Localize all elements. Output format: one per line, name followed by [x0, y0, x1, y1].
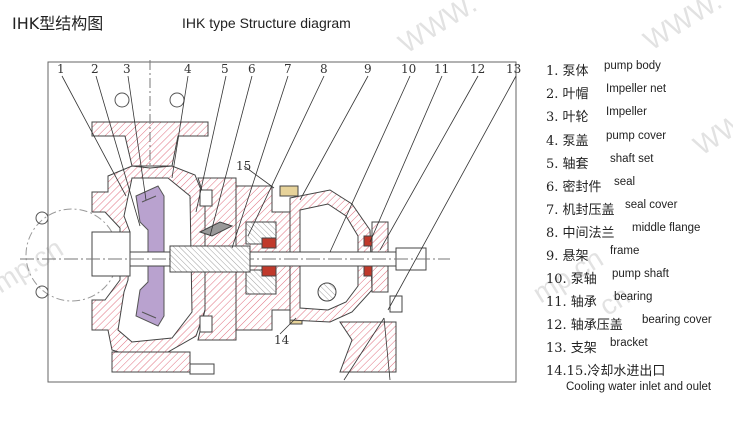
callout-7: 7: [284, 62, 292, 76]
legend-item: 11. 轴承 bearing: [546, 291, 652, 313]
drawing-frame: [47, 61, 517, 383]
shaft-sleeve: [169, 245, 251, 273]
bearing: [261, 237, 277, 249]
callout-5: 5: [221, 62, 229, 76]
legend-item-cn: 10. 泵轴: [546, 272, 597, 287]
legend-item: 3. 叶轮 Impeller: [546, 106, 647, 128]
legend-item: 4. 泵盖 pump cover: [546, 130, 666, 152]
page-title: IHK型结构图: [12, 14, 104, 33]
callout-12: 12: [470, 62, 485, 76]
legend-item-en: pump body: [604, 60, 661, 72]
legend-item: 14.15.冷却水进出口 Cooling water inlet and oul…: [546, 360, 711, 393]
legend-item-en: middle flange: [632, 222, 701, 234]
legend-item-en: bearing: [614, 291, 653, 303]
cover-bolt: [199, 189, 213, 207]
bracket-leader: [383, 317, 391, 381]
callout-13: 13: [506, 62, 521, 76]
impeller-vanes: [141, 195, 157, 319]
legend-item: 5. 轴套 shaft set: [546, 153, 653, 175]
legend-item: 13. 支架 bracket: [546, 337, 648, 359]
suction-nozzle: [91, 231, 131, 277]
legend-item: 7. 机封压盖 seal cover: [546, 199, 677, 221]
legend-item-en: shaft set: [610, 153, 654, 165]
bolt-hole: [35, 211, 49, 225]
legend-item-en: bearing cover: [642, 314, 712, 326]
callout-9: 9: [364, 62, 372, 76]
legend-item: 10. 泵轴 pump shaft: [546, 268, 669, 290]
legend-item-cn: 1. 泵体: [546, 64, 589, 79]
bracket-bolt: [389, 295, 403, 313]
legend-item-cn: 14.15.冷却水进出口: [546, 364, 666, 379]
legend-item: 12. 轴承压盖 bearing cover: [546, 314, 712, 336]
legend-item-en: seal: [614, 176, 636, 188]
legend-item-cn: 13. 支架: [546, 341, 597, 356]
legend-item-cn: 9. 悬架: [546, 249, 589, 264]
legend-item-en: Impeller: [606, 106, 647, 118]
legend-item-cn: 12. 轴承压盖: [546, 318, 623, 333]
legend-item-cn: 4. 泵盖: [546, 134, 589, 149]
oil-sight-glass: [317, 282, 337, 302]
foot-bolt: [189, 363, 215, 375]
callout-1: 1: [57, 62, 65, 76]
callout-2: 2: [91, 62, 99, 76]
legend-item: 8. 中间法兰 middle flange: [546, 222, 700, 244]
callout-14: 14: [274, 333, 290, 347]
legend-item: 1. 泵体 pump body: [546, 60, 661, 82]
legend-item: 2. 叶帽 Impeller net: [546, 83, 666, 105]
legend-item-cn: 2. 叶帽: [546, 87, 589, 102]
callout-4: 4: [184, 62, 192, 76]
callout-8: 8: [320, 62, 328, 76]
cover-bolt: [199, 315, 213, 333]
bracket: [339, 321, 397, 373]
legend-item-cn: 3. 叶轮: [546, 110, 589, 125]
callout-15: 15: [236, 159, 251, 173]
legend-item-en: pump shaft: [612, 268, 669, 280]
callout-3: 3: [123, 62, 131, 76]
legend-item: 6. 密封件 seal: [546, 176, 635, 198]
legend-item-en: pump cover: [606, 130, 667, 142]
legend-item: 9. 悬架 frame: [546, 245, 639, 267]
page-subtitle: IHK type Structure diagram: [182, 15, 351, 31]
bolt-hole: [35, 285, 49, 299]
bracket-leader: [343, 317, 385, 381]
pump-foot: [111, 351, 191, 373]
bolt-hole: [169, 92, 185, 108]
legend-item-cn: 11. 轴承: [546, 295, 597, 310]
bearing: [261, 265, 277, 277]
callout-10: 10: [401, 62, 416, 76]
legend-item-en: frame: [610, 245, 640, 257]
legend-item-en: Impeller net: [606, 83, 667, 95]
callout-6: 6: [248, 62, 256, 76]
bolt-hole: [114, 92, 130, 108]
legend-item-en: bracket: [610, 337, 648, 349]
leader-lines: [61, 75, 517, 335]
legend-item-cn: 6. 密封件: [546, 180, 602, 195]
seal-spring: [198, 221, 234, 237]
legend-item-cn: 8. 中间法兰: [546, 226, 615, 241]
legend-item-en: seal cover: [625, 199, 678, 211]
legend-item-en: Cooling water inlet and oulet: [566, 381, 712, 393]
callout-11: 11: [434, 62, 449, 76]
legend-item-cn: 5. 轴套: [546, 157, 589, 172]
legend-item-cn: 7. 机封压盖: [546, 203, 615, 218]
cooling-water-fitting-15: [279, 185, 299, 197]
